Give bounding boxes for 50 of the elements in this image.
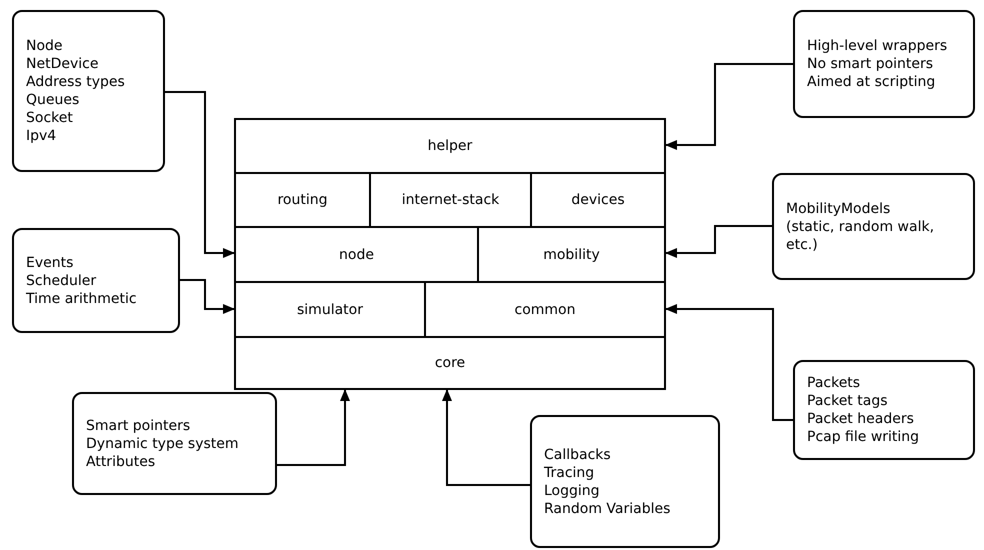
callout-text: Events bbox=[26, 254, 74, 272]
callout-box bbox=[12, 228, 180, 333]
layer-name: core bbox=[434, 354, 466, 372]
arrow bbox=[665, 225, 772, 258]
callout-text: High-level wrappers bbox=[807, 37, 948, 55]
callout-text: Node bbox=[26, 37, 64, 55]
callout-text: Tracing bbox=[544, 464, 596, 482]
arrow bbox=[277, 389, 350, 466]
arrow bbox=[665, 304, 793, 421]
callout-text: Packet tags bbox=[807, 392, 888, 410]
callout-box bbox=[12, 10, 165, 172]
callout-box bbox=[530, 415, 720, 548]
callout-text: Address types bbox=[26, 73, 126, 91]
callout-text: (static, random walk, etc.) bbox=[786, 218, 936, 254]
callout-text: Pcap file writing bbox=[807, 428, 920, 446]
callout-text: Time arithmetic bbox=[26, 290, 138, 308]
layer-name: helper bbox=[428, 137, 472, 155]
callout-text: Packets bbox=[807, 374, 862, 392]
callout-box bbox=[793, 10, 975, 118]
callout-text: Packet headers bbox=[807, 410, 915, 428]
callout-box bbox=[72, 392, 277, 495]
callout-text: Aimed at scripting bbox=[807, 73, 936, 91]
callout-text: Dynamic type system bbox=[86, 434, 240, 452]
arrow bbox=[442, 389, 530, 486]
callout-text: Attributes bbox=[86, 452, 156, 470]
callout-text: Random Variables bbox=[544, 500, 672, 518]
callout-text: Socket bbox=[26, 109, 74, 127]
layer-name: mobility bbox=[543, 246, 600, 264]
callout-text: NetDevice bbox=[26, 55, 100, 73]
arrow bbox=[180, 279, 235, 314]
layer-name: simulator bbox=[297, 300, 363, 318]
layer-name: common bbox=[514, 300, 576, 318]
layer-name: routing bbox=[277, 191, 328, 209]
callout-box bbox=[793, 360, 975, 460]
arrow bbox=[665, 63, 793, 150]
callout-text: MobilityModels bbox=[786, 200, 892, 218]
callout-text: Ipv4 bbox=[26, 127, 58, 145]
callout-text: Logging bbox=[544, 482, 601, 500]
callout-text: Scheduler bbox=[26, 272, 98, 290]
layer-name: internet-stack bbox=[402, 191, 500, 209]
callout-text: No smart pointers bbox=[807, 55, 934, 73]
layer-name: devices bbox=[571, 191, 625, 209]
layer-cell bbox=[234, 336, 666, 390]
arrow bbox=[165, 91, 235, 258]
callout-text: Queues bbox=[26, 91, 80, 109]
callout-text: Callbacks bbox=[544, 446, 612, 464]
layer-name: node bbox=[339, 246, 374, 264]
layer-cell bbox=[234, 118, 666, 174]
callout-text: Smart pointers bbox=[86, 416, 192, 434]
callout-box bbox=[772, 173, 975, 280]
